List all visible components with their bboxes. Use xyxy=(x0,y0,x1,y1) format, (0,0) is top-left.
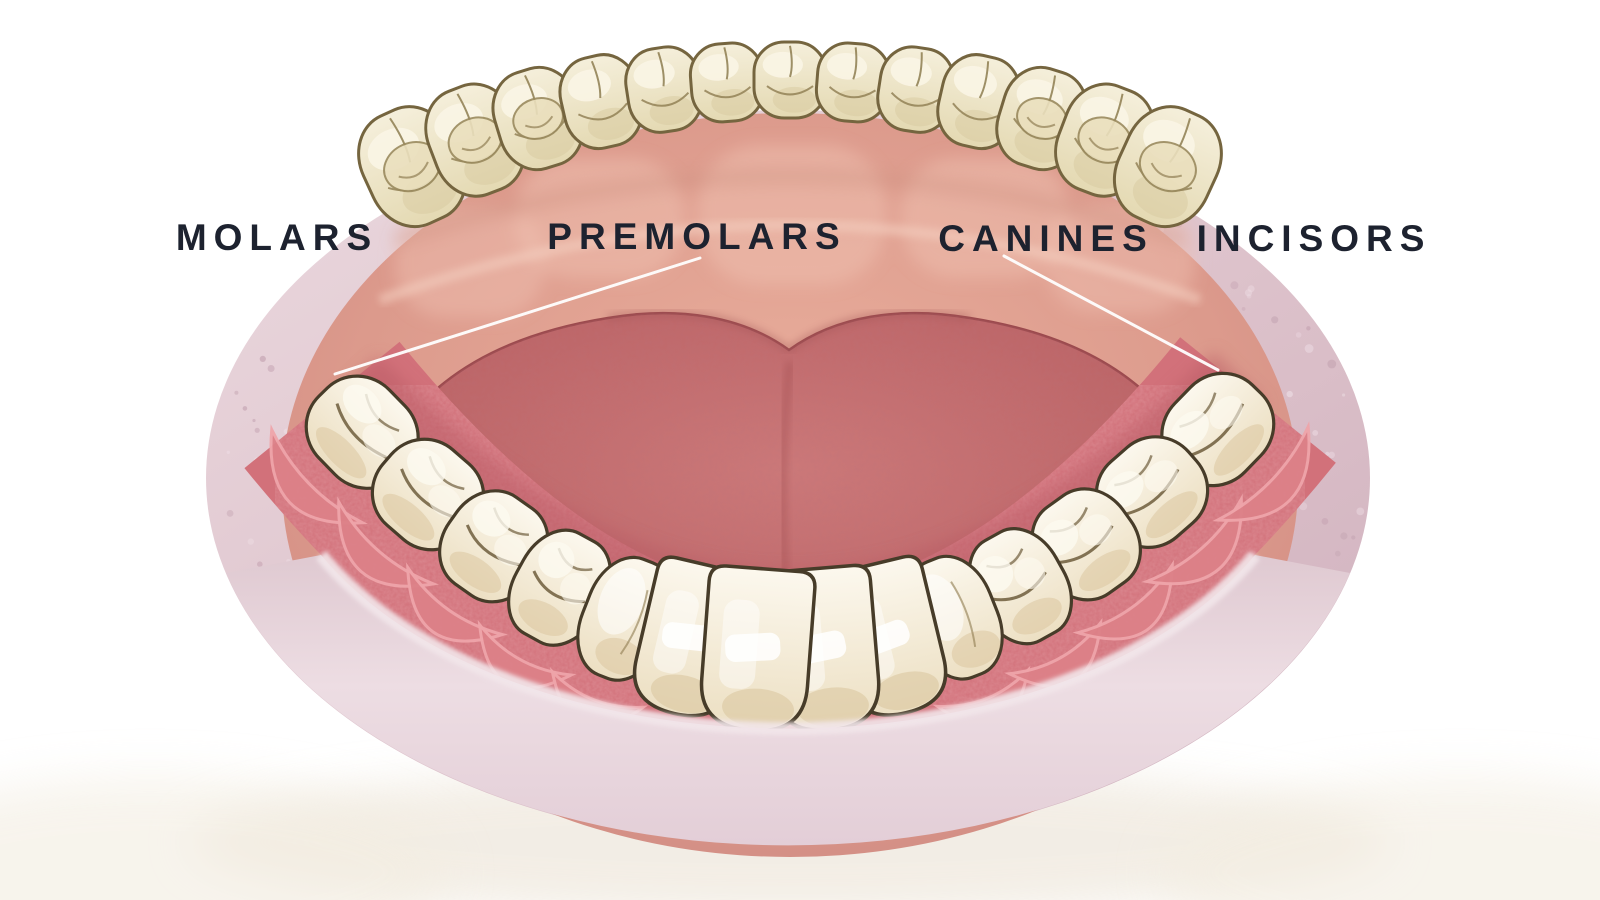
upper-teeth-arch xyxy=(357,40,1223,229)
lower-tooth xyxy=(438,489,550,604)
leader-line-canines xyxy=(1002,254,1220,372)
upper-tooth xyxy=(624,45,704,134)
upper-tooth xyxy=(876,45,956,134)
label-canines: CANINES xyxy=(938,218,1154,259)
corner-shadow-left xyxy=(0,777,450,900)
tongue-right-lobe-edge xyxy=(787,310,971,353)
lower-tooth xyxy=(699,564,817,733)
upper-tooth xyxy=(688,41,766,124)
upper-gumline-shadow xyxy=(392,169,1188,247)
label-molars: MOLARS xyxy=(175,217,379,258)
lower-lip-band xyxy=(226,555,1350,846)
upper-tooth xyxy=(1112,105,1223,229)
lower-lip-highlight xyxy=(315,550,1261,736)
label-premolars: PREMOLARS xyxy=(547,216,847,257)
upper-tooth xyxy=(752,40,828,120)
upper-tooth xyxy=(491,65,585,172)
corner-shadow-right xyxy=(1160,777,1600,900)
upper-tooth xyxy=(1054,82,1156,198)
label-incisors: INCISORS xyxy=(1196,218,1432,259)
tongue-left-lobe-edge xyxy=(607,310,791,353)
leader-lines xyxy=(333,254,1220,376)
upper-gumline-sheen xyxy=(378,220,1202,305)
leader-line-premolars xyxy=(333,256,702,376)
lower-teeth-arch xyxy=(304,371,1276,733)
